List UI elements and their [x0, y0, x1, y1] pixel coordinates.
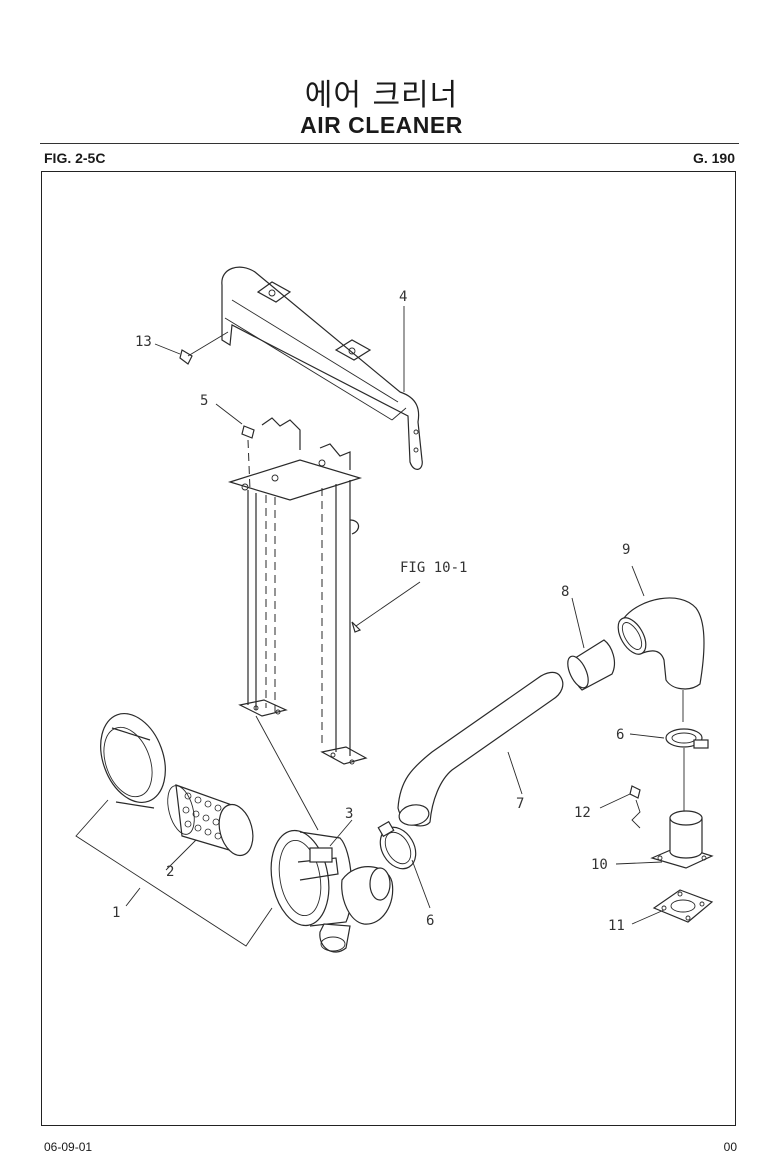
callout-1: 1 [112, 905, 120, 921]
hose-clamp-part-6-right [665, 728, 709, 812]
sleeve-part-8 [567, 639, 616, 691]
callout-8: 8 [561, 584, 569, 600]
callout-12: 12 [574, 805, 591, 821]
air-cleaner-body [270, 829, 394, 953]
callout-4: 4 [399, 289, 407, 305]
footer-date: 06-09-01 [44, 1140, 93, 1154]
page-title-korean: 에어 크리너 [304, 78, 459, 113]
group-number: G. 190 [692, 150, 735, 166]
gasket-part-11 [652, 889, 714, 923]
bolt-part-13 [154, 331, 229, 365]
callout-5: 5 [200, 393, 208, 409]
figure-number: FIG. 2-5C [44, 150, 106, 166]
footer-page-number: 00 [723, 1140, 737, 1154]
bolt-part-5 [215, 403, 255, 491]
header-divider [40, 143, 739, 144]
elbow-hose-part-9 [617, 597, 705, 722]
hose-part-7 [397, 671, 564, 827]
filter-element-part-2 [167, 784, 254, 857]
callout-13: 13 [135, 334, 152, 350]
callout-6-left: 6 [426, 913, 434, 929]
reference-leader [351, 581, 421, 633]
leader-lines [75, 306, 665, 947]
callout-10: 10 [591, 857, 608, 873]
bolt-part-12 [599, 785, 641, 829]
support-frame [227, 417, 368, 831]
callout-6-right: 6 [616, 727, 624, 743]
reference-fig-10-1: FIG 10-1 [400, 560, 467, 576]
drawing-frame [41, 171, 736, 1126]
case-part-1 [100, 712, 166, 809]
hose-clamp-part-6-left [377, 820, 417, 870]
callout-2: 2 [166, 864, 174, 880]
callout-9: 9 [622, 542, 630, 558]
bracket-part-4 [221, 266, 423, 470]
flange-pipe-part-10 [650, 810, 714, 869]
callout-3: 3 [345, 806, 353, 822]
callout-11: 11 [608, 918, 625, 934]
callout-7: 7 [516, 796, 524, 812]
page-title: AIR CLEANER [300, 112, 463, 138]
